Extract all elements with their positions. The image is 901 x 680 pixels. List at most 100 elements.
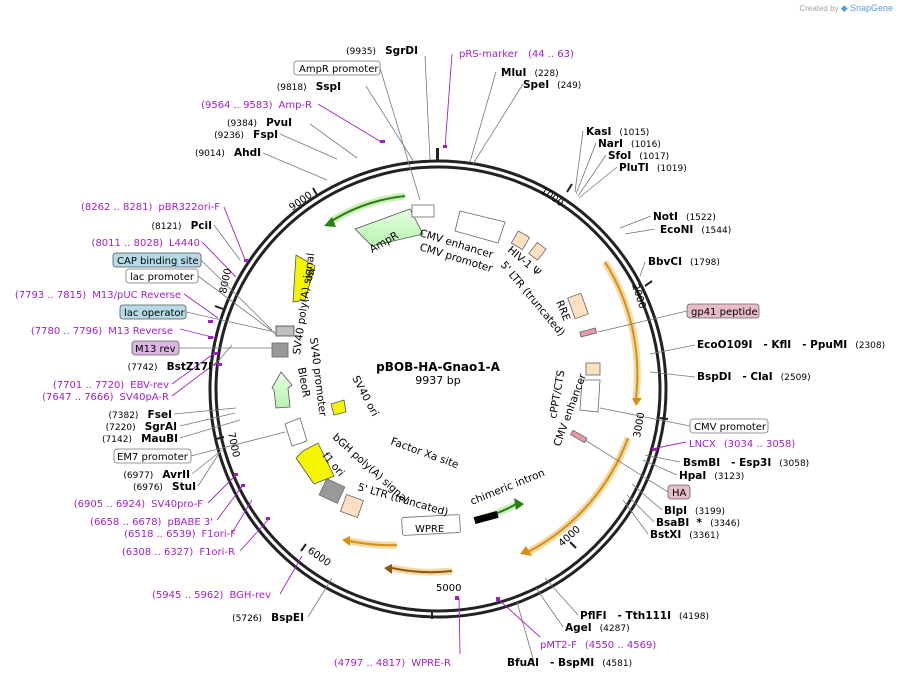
svg-text:(7701 .. 7720)EBV-rev: (7701 .. 7720)EBV-rev bbox=[53, 380, 169, 391]
site-pos: (7142) bbox=[102, 435, 132, 445]
svg-text:BlpI(3199): BlpI(3199) bbox=[664, 505, 725, 517]
primer-name: F1ori-F bbox=[202, 529, 237, 540]
svg-text:(9014) AhdI: (9014) AhdI bbox=[195, 141, 261, 160]
arrow-head-icon bbox=[520, 546, 532, 556]
svg-text:pRS-marker(44 .. 63): pRS-marker(44 .. 63) bbox=[459, 49, 574, 60]
credit-brand: SnapGene bbox=[849, 3, 893, 13]
svg-text:(5945 .. 5962)BGH-rev: (5945 .. 5962)BGH-rev bbox=[152, 590, 271, 601]
svg-text:(6977) AvrII: (6977) AvrII bbox=[123, 463, 190, 482]
box-m13-rev: M13 rev bbox=[135, 344, 176, 355]
site-name: BsaBI * bbox=[656, 517, 703, 529]
site-name: BfuAI - BspMI bbox=[507, 657, 594, 669]
svg-text:NarI(1016): NarI(1016) bbox=[598, 138, 661, 150]
tick-3000: 3000 bbox=[632, 412, 647, 439]
ampr-outer-arc-line bbox=[329, 195, 406, 223]
site-name: AhdI bbox=[234, 147, 261, 159]
svg-text:BspDI - ClaI(2509): BspDI - ClaI (2509) bbox=[697, 371, 811, 383]
label-chimeric-intron: chimeric intron bbox=[469, 467, 547, 508]
svg-text:(7742) BstZ17I: (7742) BstZ17I bbox=[128, 355, 212, 374]
label-factor-xa: Factor Xa site bbox=[389, 436, 460, 472]
site-pos: (7742) bbox=[128, 363, 158, 373]
site-name: SgrDI bbox=[385, 45, 418, 57]
primer-name: M13 Reverse bbox=[108, 326, 173, 337]
svg-text:(7780 .. 7796)M13 Reverse: (7780 .. 7796)M13 Reverse bbox=[31, 326, 173, 337]
primer-name: SV40pro-F bbox=[151, 499, 203, 510]
site-name: PflFI - Tth111I bbox=[580, 610, 671, 622]
site-name: HpaI bbox=[679, 470, 706, 482]
site-pos: (5726) bbox=[232, 614, 262, 624]
primer-name: LNCX bbox=[689, 439, 716, 450]
ltr-shape bbox=[510, 230, 531, 251]
svg-text:EcoNI(1544): EcoNI(1544) bbox=[660, 224, 731, 236]
primer-name: pBABE 3' bbox=[167, 517, 213, 528]
svg-text:SfoI(1017): SfoI(1017) bbox=[608, 150, 669, 162]
site-pos: (7220) bbox=[106, 423, 136, 433]
site-pos: (4287) bbox=[600, 624, 630, 634]
tick-5000: 5000 bbox=[436, 583, 461, 594]
svg-text:PflFI - Tth111I(4198): PflFI - Tth111I(4198) bbox=[580, 610, 709, 622]
svg-text:(6976) StuI: (6976) StuI bbox=[133, 475, 196, 494]
site-name: PvuI bbox=[266, 117, 292, 129]
box-gp41-peptide: gp41 peptide bbox=[691, 307, 758, 318]
site-pos: (8121) bbox=[152, 222, 182, 232]
box-ha: HA bbox=[672, 488, 687, 499]
primer-range: (6658 .. 6678) bbox=[90, 517, 162, 528]
primer-range: (7701 .. 7720) bbox=[53, 380, 125, 391]
site-name: BspDI - ClaI bbox=[697, 371, 773, 383]
primer-range: (6518 .. 6539) bbox=[124, 529, 196, 540]
label-sv40-promoter: SV40 promoter bbox=[307, 337, 329, 418]
credit-prefix: Created by bbox=[799, 4, 839, 13]
site-name: StuI bbox=[172, 481, 196, 493]
site-pos: (3058) bbox=[779, 459, 809, 469]
cmv-enhancer-shape bbox=[454, 210, 506, 244]
tick-1000: 1000 bbox=[538, 185, 565, 209]
svg-text:EcoO109I - KflI - PpuMI(23: EcoO109I - KflI - PpuMI (2308) bbox=[697, 339, 885, 351]
site-pos: (9384) bbox=[227, 119, 257, 129]
gp41-shape bbox=[579, 327, 597, 338]
site-name: MauBI bbox=[141, 433, 178, 445]
arrow-head-icon bbox=[342, 536, 350, 546]
svg-text:BsaBI *(3346): BsaBI * (3346) bbox=[656, 517, 740, 529]
primer-name: M13/pUC Reverse bbox=[92, 290, 181, 301]
site-name: BbvCI bbox=[648, 256, 682, 268]
site-pos: (3199) bbox=[695, 507, 725, 517]
backbone-inner bbox=[214, 165, 662, 613]
svg-text:LNCX(3034 .. 3058): LNCX(3034 .. 3058) bbox=[689, 439, 795, 450]
lac-operator-shape bbox=[275, 325, 295, 337]
left-primers: (9564 .. 9583)Amp-R (8262 .. 8281)pBR322… bbox=[15, 100, 451, 669]
primer-name: WPRE-R bbox=[411, 658, 451, 669]
primer-range: (44 .. 63) bbox=[528, 49, 574, 60]
svg-text:(6308 .. 6327)F1ori-R: (6308 .. 6327)F1ori-R bbox=[122, 547, 235, 558]
svg-text:HpaI(3123): HpaI(3123) bbox=[679, 470, 744, 482]
svg-text:KasI(1015): KasI(1015) bbox=[586, 126, 649, 138]
rre-shape bbox=[567, 292, 589, 320]
site-pos: (1017) bbox=[639, 152, 669, 162]
site-name: EcoO109I - KflI - PpuMI bbox=[697, 339, 847, 351]
sv40-promoter-shape bbox=[271, 342, 289, 358]
site-name: SspI bbox=[316, 81, 341, 93]
ori-arrow bbox=[292, 254, 316, 303]
svg-text:(8262 .. 8281)pBR322ori-F: (8262 .. 8281)pBR322ori-F bbox=[81, 202, 220, 213]
site-name: BsmBI - Esp3I bbox=[683, 457, 771, 469]
chimeric-intron-shape bbox=[473, 510, 499, 524]
box-lac-promoter: lac promoter bbox=[130, 272, 195, 283]
box-wpre: WPRE bbox=[415, 524, 444, 535]
svg-text:NotI(1522): NotI(1522) bbox=[653, 211, 716, 223]
svg-text:(7220) SgrAI: (7220) SgrAI bbox=[106, 415, 177, 434]
cmv-enhancer2-shape bbox=[579, 379, 601, 413]
site-name: BstXI bbox=[650, 529, 681, 541]
plasmid-name: pBOB-HA-Gnao1-A bbox=[376, 360, 500, 374]
site-pos: (4581) bbox=[602, 659, 632, 669]
right-sites: MluI(228) SpeI(249) KasI(1015) NarI(1016… bbox=[501, 67, 885, 669]
site-pos: (2509) bbox=[781, 373, 811, 383]
svg-text:(9818) SspI: (9818) SspI bbox=[277, 75, 341, 94]
site-pos: (2308) bbox=[855, 341, 885, 351]
site-pos: (3346) bbox=[710, 519, 740, 529]
site-name: AgeI bbox=[565, 622, 592, 634]
site-pos: (7382) bbox=[109, 411, 139, 421]
primer-name: pBR322ori-F bbox=[158, 202, 220, 213]
tick-marks bbox=[214, 183, 669, 619]
primer-name: F1ori-R bbox=[199, 547, 235, 558]
svg-text:(6518 .. 6539)F1ori-F: (6518 .. 6539) F1ori-F bbox=[124, 529, 236, 540]
backbone-outer bbox=[208, 159, 668, 619]
